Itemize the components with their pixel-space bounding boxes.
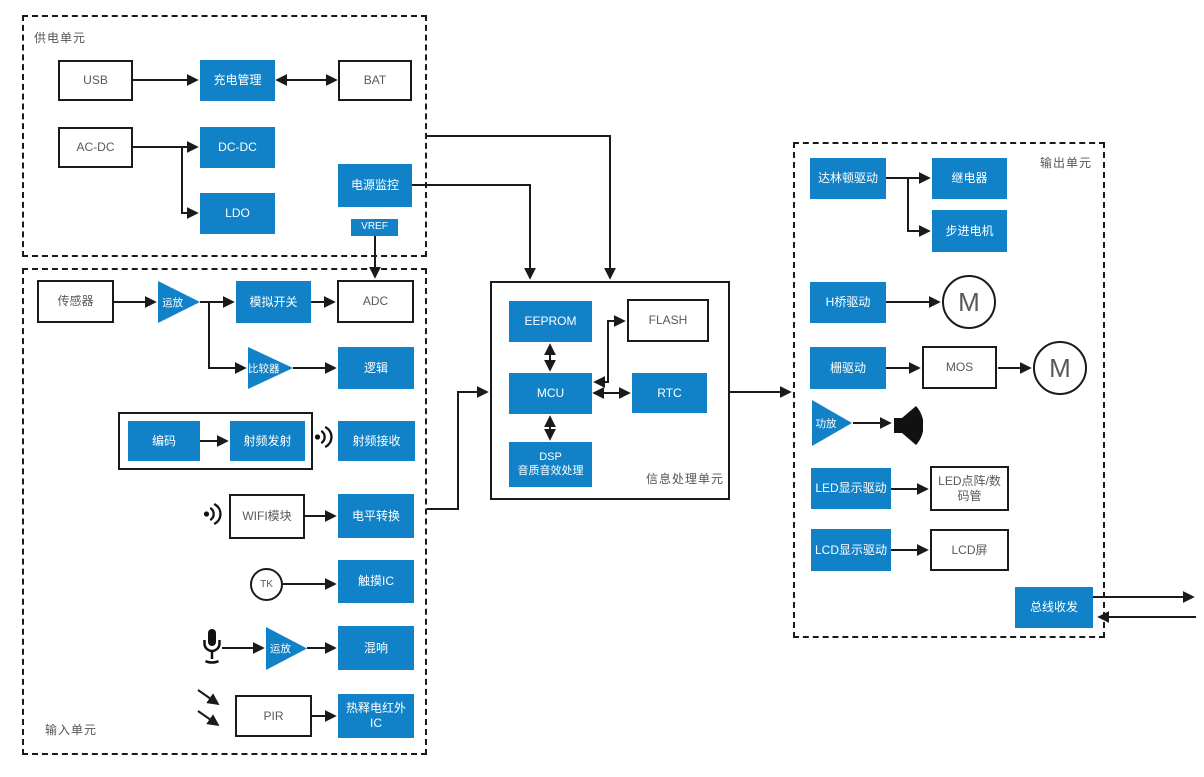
node-gate-drive: 栅驱动 xyxy=(810,347,886,389)
node-tk-circle: TK xyxy=(250,568,283,601)
power-unit-frame xyxy=(22,15,427,257)
power-unit-label: 供电单元 xyxy=(34,31,87,45)
node-led-matrix: LED点阵/数码管 xyxy=(930,466,1009,511)
node-reverb: 混响 xyxy=(338,626,414,670)
node-rf-receive: 射频接收 xyxy=(338,421,415,461)
input-unit-frame xyxy=(22,268,427,755)
node-level-shift: 电平转换 xyxy=(338,494,414,538)
node-darlington-drive: 达林顿驱动 xyxy=(810,158,886,199)
output-unit-label: 输出单元 xyxy=(1040,156,1093,170)
wireless-signal-icon xyxy=(314,426,333,448)
node-eeprom: EEPROM xyxy=(509,301,592,342)
node-mcu: MCU xyxy=(509,373,592,414)
node-power-monitor: 电源监控 xyxy=(338,164,412,207)
node-mos: MOS xyxy=(922,346,997,389)
node-relay: 继电器 xyxy=(932,158,1007,199)
infrared-rays-icon xyxy=(197,689,220,727)
node-bat: BAT xyxy=(338,60,412,101)
node-stepper-motor: 步进电机 xyxy=(932,210,1007,252)
node-usb: USB xyxy=(58,60,133,101)
node-rtc: RTC xyxy=(632,373,707,413)
node-h-bridge-drive: H桥驱动 xyxy=(810,282,886,323)
node-ac-dc: AC-DC xyxy=(58,127,133,168)
node-pir: PIR xyxy=(235,695,312,737)
node-pyroelectric-ic: 热释电红外IC xyxy=(338,694,414,738)
node-encoder: 编码 xyxy=(128,421,200,461)
node-lcd-display-drive: LCD显示驱动 xyxy=(811,529,891,571)
processing-unit-frame xyxy=(490,281,730,500)
node-flash: FLASH xyxy=(627,299,709,342)
motor-circle: M xyxy=(942,275,996,329)
node-touch-ic: 触摸IC xyxy=(338,560,414,603)
input-unit-label: 输入单元 xyxy=(45,723,98,737)
node-led-display-drive: LED显示驱动 xyxy=(811,468,891,509)
node-lcd-screen: LCD屏 xyxy=(930,529,1009,571)
node-logic: 逻辑 xyxy=(338,347,414,389)
processing-unit-label: 信息处理单元 xyxy=(646,472,725,486)
node-charge-management: 充电管理 xyxy=(200,60,275,101)
wireless-signal-icon xyxy=(203,503,222,525)
microphone-icon xyxy=(203,629,221,664)
node-dc-dc: DC-DC xyxy=(200,127,275,168)
node-bus-transceiver: 总线收发 xyxy=(1015,587,1093,628)
node-dsp: DSP 音质音效处理 xyxy=(509,442,592,487)
motor-circle: M xyxy=(1033,341,1087,395)
node-rf-transmit: 射频发射 xyxy=(230,421,305,461)
speaker-icon xyxy=(894,406,923,445)
rf-transmit-group-frame xyxy=(118,412,313,470)
node-adc: ADC xyxy=(337,280,414,323)
node-sensor: 传感器 xyxy=(37,280,114,323)
node-wifi-module: WIFI模块 xyxy=(229,494,305,539)
node-analog-switch: 模拟开关 xyxy=(236,281,311,323)
output-unit-frame xyxy=(793,142,1105,638)
node-vref: VREF xyxy=(351,219,398,236)
node-ldo: LDO xyxy=(200,193,275,234)
